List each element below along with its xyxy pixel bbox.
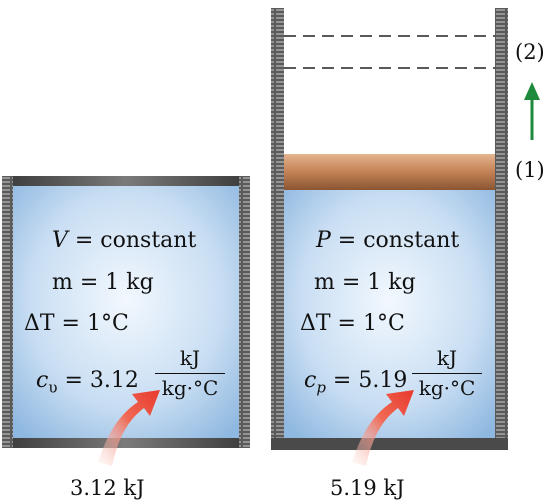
right-heat-arrow — [352, 390, 414, 466]
right-heat-label: 5.19 kJ — [330, 476, 405, 500]
left-delta-t: ΔT = 1°C — [24, 313, 129, 335]
right-constraint-var: P — [316, 228, 331, 253]
left-heat-label: 3.12 kJ — [70, 476, 145, 500]
right-cylinder-wall-bottom — [271, 438, 508, 450]
right-cp-equation: cp = 5.19 — [304, 370, 407, 395]
left-tank — [2, 176, 250, 448]
left-constraint-var: V — [52, 228, 68, 253]
piston — [284, 154, 495, 190]
piston-motion-arrow — [524, 82, 540, 140]
left-constraint: V = constant — [52, 230, 196, 252]
left-mass: m = 1 kg — [52, 272, 154, 294]
right-mass: m = 1 kg — [314, 272, 416, 294]
right-constraint: P = constant — [316, 230, 459, 252]
state1-label: (1) — [515, 158, 545, 182]
left-delta-t-text: ΔT = 1°C — [24, 311, 129, 336]
right-cylinder-wall-left — [271, 8, 284, 450]
left-unit-fraction: kJ kg·°C — [155, 346, 225, 400]
right-delta-t-text: ΔT = 1°C — [300, 311, 405, 336]
left-mass-text: m = 1 kg — [52, 270, 154, 295]
left-cv-equation: cυ = 3.12 — [36, 370, 139, 395]
left-tank-wall-hatch-right — [239, 176, 250, 448]
left-cv-sub: υ — [48, 378, 58, 397]
left-unit-numerator: kJ — [179, 346, 201, 370]
right-cylinder-wall-right — [495, 8, 508, 450]
right-cp-var: c — [304, 368, 317, 393]
right-delta-t: ΔT = 1°C — [300, 313, 405, 335]
left-cv-value: = 3.12 — [57, 368, 139, 393]
right-unit-numerator: kJ — [436, 346, 458, 370]
left-cv-var: c — [36, 368, 49, 393]
right-cp-value: = 5.19 — [325, 368, 408, 393]
right-mass-text: m = 1 kg — [314, 270, 416, 295]
left-constraint-text: = constant — [67, 228, 197, 253]
left-tank-fluid — [13, 186, 239, 438]
right-cp-sub: p — [316, 378, 326, 397]
right-constraint-text: = constant — [330, 228, 460, 253]
state2-label: (2) — [515, 40, 545, 64]
right-unit-bar — [412, 373, 482, 374]
left-unit-bar — [155, 373, 225, 374]
right-unit-fraction: kJ kg·°C — [412, 346, 482, 400]
left-heat-arrow — [98, 390, 160, 466]
right-unit-denominator: kg·°C — [418, 376, 476, 400]
left-tank-wall-hatch-left — [2, 176, 13, 448]
left-unit-denominator: kg·°C — [161, 376, 219, 400]
